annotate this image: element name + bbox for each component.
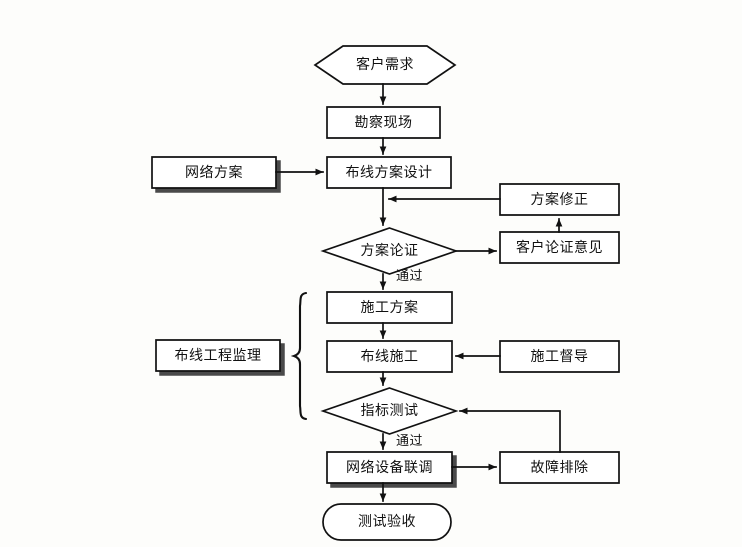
node-n10[interactable] [327, 341, 452, 372]
node-n7[interactable] [500, 232, 619, 263]
node-shape-n5 [499, 183, 620, 216]
node-n2[interactable] [327, 107, 440, 138]
node-shape-n7 [499, 231, 620, 264]
node-n3[interactable] [152, 157, 276, 188]
node-shape-n3 [151, 156, 277, 189]
node-shape-n1 [313, 45, 457, 85]
node-shape-n6 [320, 227, 459, 275]
supervision-brace [290, 291, 308, 421]
node-n9[interactable] [156, 340, 280, 371]
node-shape-n12 [320, 387, 459, 435]
node-n13[interactable] [327, 452, 452, 483]
node-shapes [151, 45, 620, 541]
node-shape-n8 [326, 291, 453, 324]
node-shape-n4 [326, 156, 452, 189]
node-shape-n10 [326, 340, 453, 373]
node-n8[interactable] [327, 292, 452, 323]
node-n12[interactable] [323, 388, 456, 434]
node-shape-n13 [326, 451, 453, 484]
node-n4[interactable] [327, 157, 451, 188]
edge-fix-to-test [459, 407, 561, 453]
node-n6[interactable] [323, 228, 456, 274]
node-n5[interactable] [500, 184, 619, 215]
node-shape-n9 [155, 339, 281, 372]
edge-label-e2: 通过 [396, 434, 424, 449]
node-shape-n2 [326, 106, 441, 139]
node-n1[interactable] [315, 46, 455, 84]
node-n15[interactable] [323, 504, 451, 540]
node-n14[interactable] [500, 452, 619, 483]
node-shape-n15 [322, 503, 452, 541]
node-n11[interactable] [500, 341, 619, 372]
edge-label-e1: 通过 [396, 269, 424, 284]
edge-connectors [275, 83, 563, 502]
node-shape-n11 [499, 340, 620, 373]
node-shape-n14 [499, 451, 620, 484]
